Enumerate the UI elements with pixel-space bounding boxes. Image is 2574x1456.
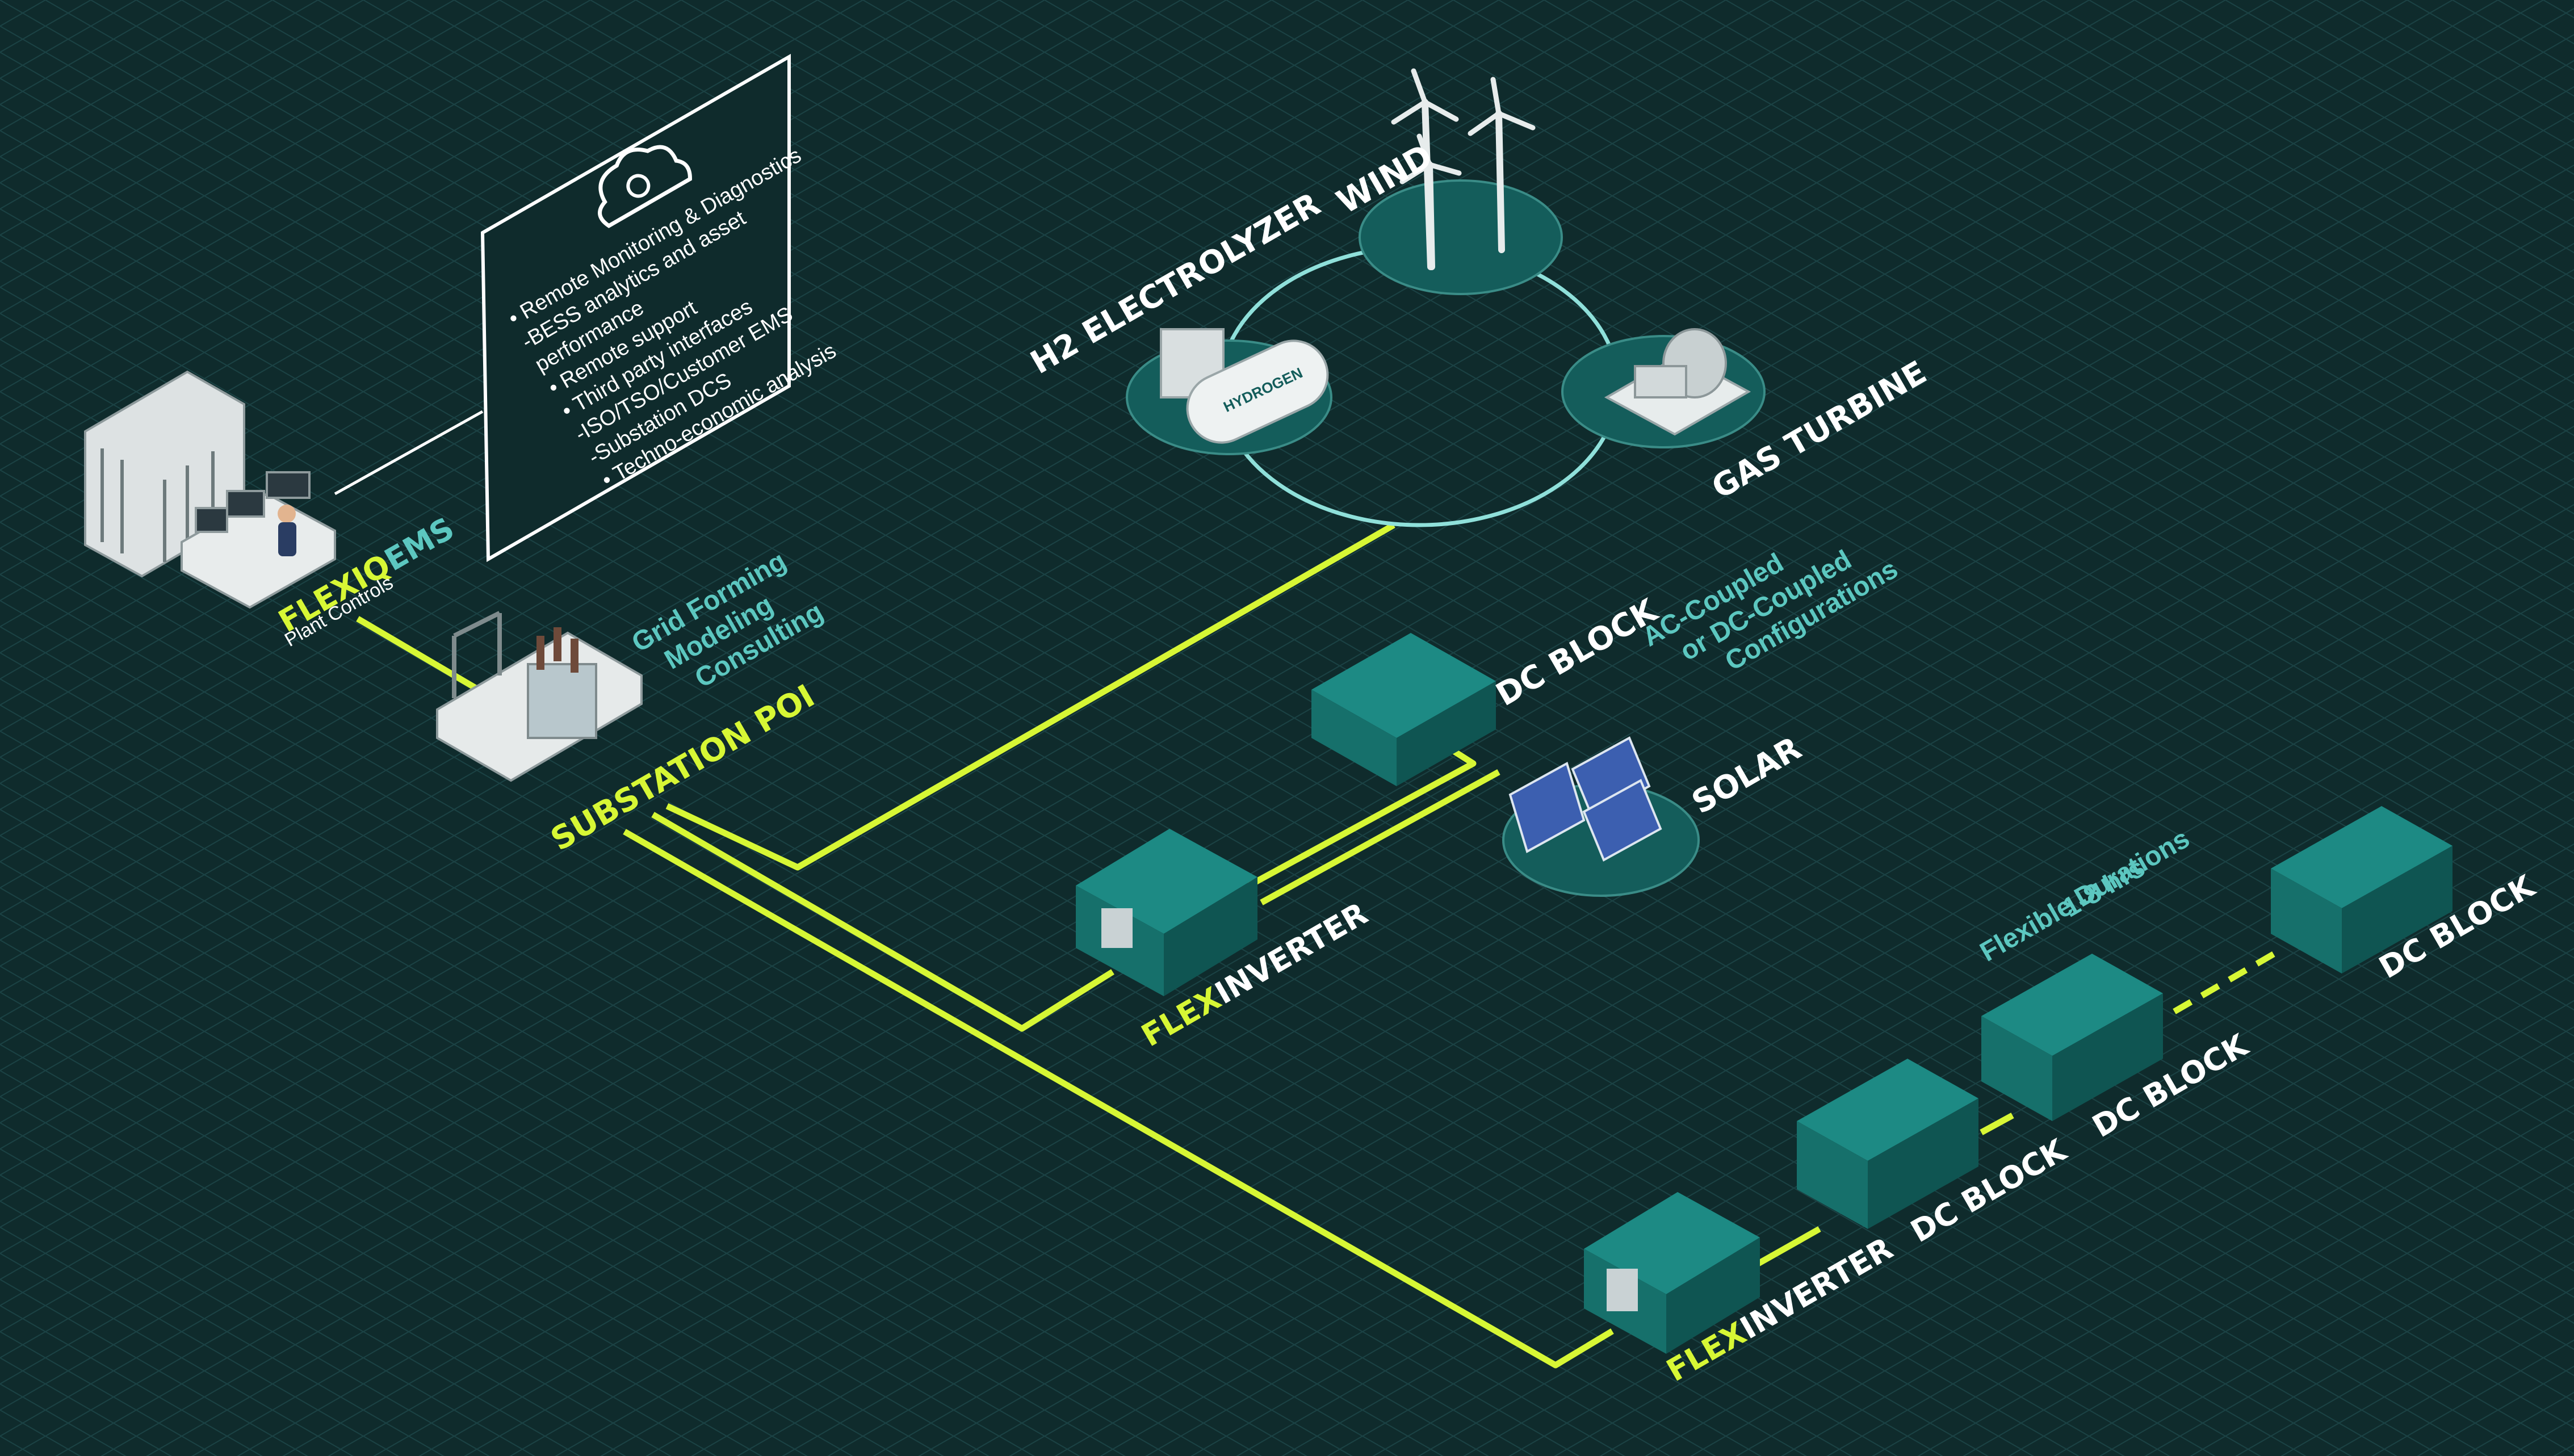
inverter-to-dcblock-line [1753,1226,1821,1269]
solar-platform [1502,736,1700,897]
inverter-to-solar-line-2 [1260,769,1500,905]
ems-to-substation-line [356,616,490,698]
connection-lines [356,522,2284,1369]
electrolyzer-platform: HYDROGEN [1126,328,1332,455]
monitor-icon [266,471,311,499]
dc-block-container [1981,954,2163,1121]
dcblock-dashed-line [2173,946,2284,1014]
dcblock-to-dcblock-line [1980,1113,2014,1135]
solar-panel-icon [1508,736,1662,862]
wind-platform [1359,68,1563,295]
dc-block-container [2271,806,2453,974]
cloud-settings-icon [598,145,692,228]
solar-inverter-icon [1076,829,1257,996]
callout-connector [334,410,484,496]
dc-block-container [1797,1059,1978,1229]
hydrogen-tank-icon: HYDROGEN [1186,339,1329,444]
storage-inverter-icon [1584,1192,1760,1354]
operator-icon [278,505,296,523]
gas-turbine-icon [1604,328,1751,436]
substation-to-generation-line [665,522,1395,871]
callout-panel [480,53,791,563]
substation-to-storage-inverter-line [623,829,1614,1369]
gas-turbine-platform [1561,328,1766,448]
dc-block-container [1311,633,1496,786]
substation-to-solar-inverter-line [651,812,1114,1032]
wind-turbine-icon [1391,68,1536,270]
transformer-icon [452,611,502,698]
